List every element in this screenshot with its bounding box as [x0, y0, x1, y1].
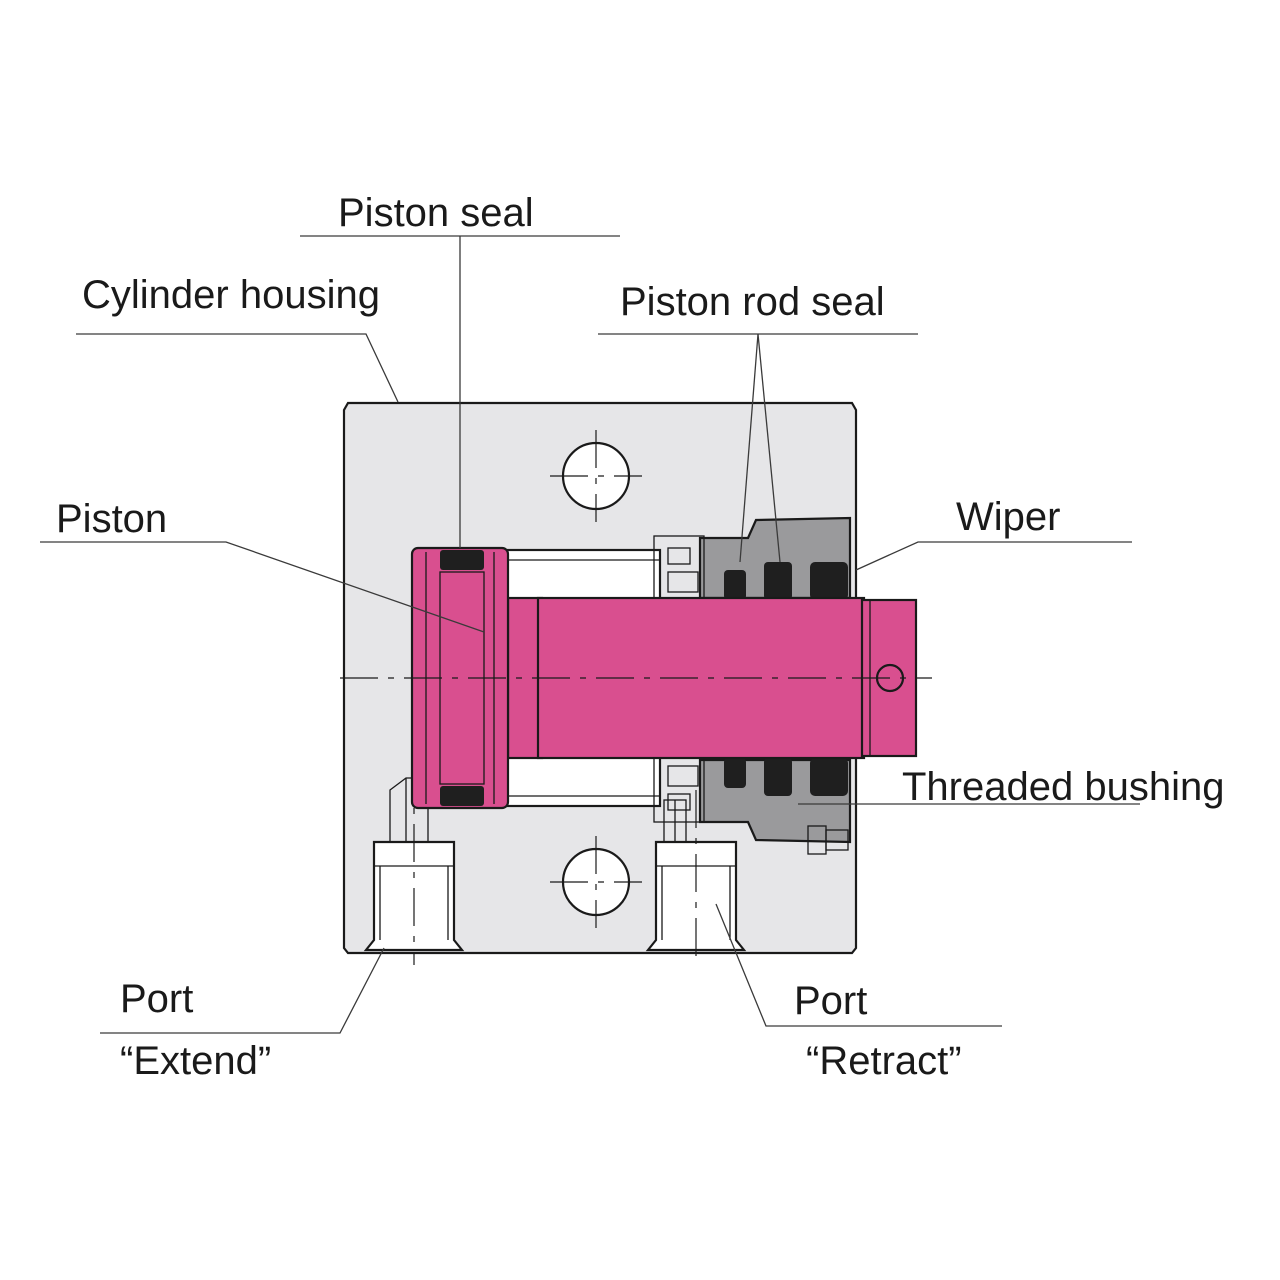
leader-lines	[40, 235, 1140, 1034]
label-cylinder-housing: Cylinder housing	[82, 273, 380, 317]
mounting-hole-bottom	[550, 836, 642, 928]
label-piston-seal: Piston seal	[338, 191, 534, 235]
labels: Piston seal Cylinder housing Piston rod …	[56, 191, 1224, 1083]
label-piston-rod-seal: Piston rod seal	[620, 280, 885, 324]
port-retract-bore	[645, 790, 747, 965]
piston-rod	[506, 596, 918, 760]
label-wiper: Wiper	[956, 495, 1060, 539]
label-port-retract-name: “Retract”	[806, 1039, 962, 1083]
label-port-retract: Port	[794, 979, 867, 1023]
label-port-extend: Port	[120, 977, 193, 1021]
piston-seal	[440, 550, 484, 806]
oil-passage-extend	[389, 777, 429, 843]
label-piston: Piston	[56, 497, 167, 541]
port-extend-bore	[363, 760, 465, 965]
label-port-extend-name: “Extend”	[120, 1039, 271, 1083]
wiper	[810, 562, 848, 796]
mounting-hole-top	[550, 430, 642, 522]
label-threaded-bushing: Threaded bushing	[902, 765, 1224, 809]
piston-rod-seals	[724, 562, 792, 796]
